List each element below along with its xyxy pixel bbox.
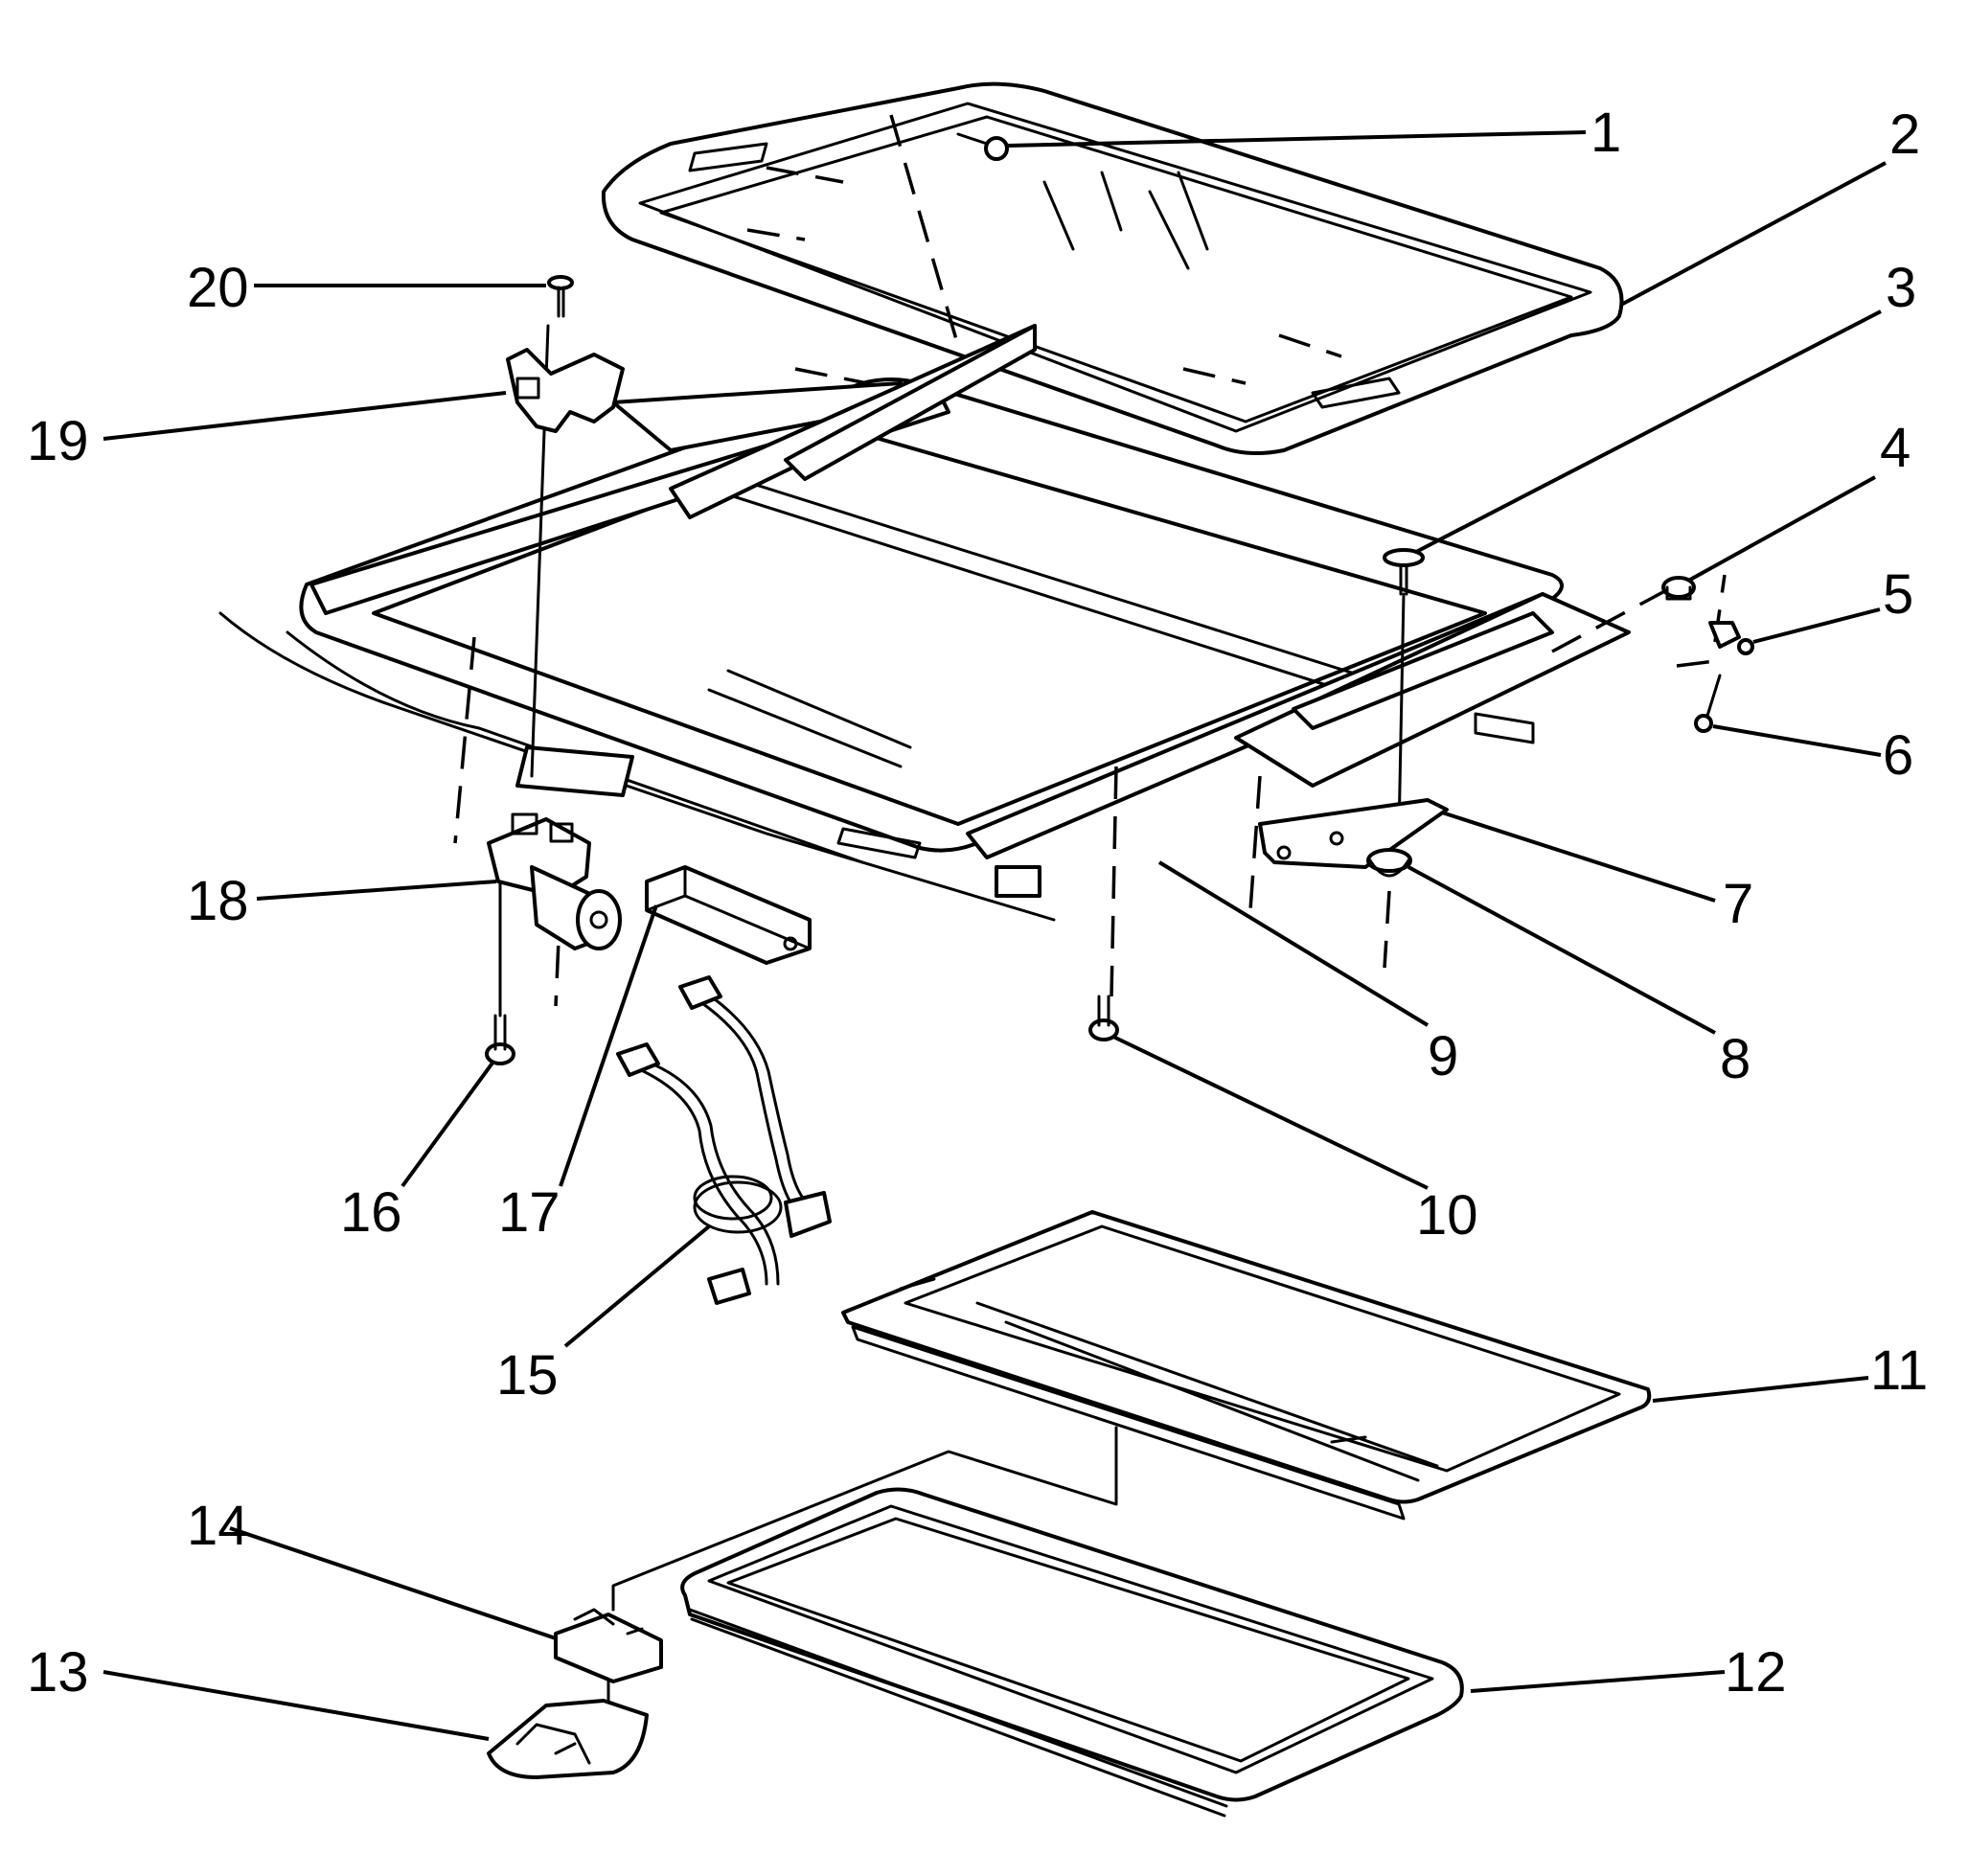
guide-line [611,1426,1118,1612]
leader-lines [103,130,1887,1741]
sunroof-motor [487,812,622,950]
leader-13 [103,1670,490,1741]
leader-11 [1652,1376,1869,1403]
leader-16 [400,1060,495,1188]
callout-1: 1 [1590,102,1621,164]
leader-14 [229,1526,557,1640]
callout-labels: 1 2 3 4 5 6 7 8 9 10 11 12 13 14 15 16 1… [27,102,1928,1704]
callout-18: 18 [187,870,249,932]
callout-17: 17 [498,1181,561,1244]
callout-13: 13 [27,1641,89,1704]
leader-1 [1007,130,1587,148]
guide-line [1676,659,1716,668]
leader-15 [563,1224,711,1348]
leader-19 [103,391,507,441]
guide-line [1110,766,1118,997]
weather-seal [680,1487,1464,1818]
push-pin-3 [1383,548,1425,835]
leader-18 [256,880,497,901]
leader-10 [1112,1035,1429,1190]
grommet-4 [1661,576,1696,601]
callout-19: 19 [27,410,89,472]
leader-8 [1407,865,1716,1035]
screw-6 [1694,674,1722,733]
callout-7: 7 [1723,873,1753,935]
callout-12: 12 [1725,1641,1787,1704]
glass-panel [601,81,1624,455]
callout-15: 15 [496,1344,559,1407]
guide-line [1248,775,1262,911]
leader-5 [1752,607,1881,644]
callout-2: 2 [1889,103,1920,166]
callout-16: 16 [340,1181,402,1244]
leader-9 [1157,860,1430,1027]
bolt-10 [1088,995,1119,1041]
leader-4 [1689,475,1876,582]
callout-10: 10 [1416,1184,1478,1247]
guide-line [1383,890,1391,969]
leader-17 [559,904,658,1187]
bracket-19 [506,348,625,433]
callout-14: 14 [187,1495,249,1557]
sunshade [841,1210,1652,1521]
clip-5 [1708,621,1754,655]
glass-bolt [956,132,1009,161]
switch-bezel [487,1699,649,1779]
wiring-harness [616,975,832,1305]
leader-7 [1441,811,1716,903]
leader-12 [1470,1670,1726,1693]
leader-3 [1415,309,1882,554]
callout-3: 3 [1886,257,1916,319]
callout-8: 8 [1720,1028,1751,1090]
callout-6: 6 [1883,724,1913,787]
grommet-8 [1366,848,1412,878]
callout-9: 9 [1428,1025,1458,1087]
callout-11: 11 [1870,1339,1928,1402]
leader-6 [1712,724,1882,757]
mount-plate-7 [1258,798,1449,869]
callout-4: 4 [1880,417,1911,479]
callout-5: 5 [1883,563,1913,626]
control-module [645,865,812,965]
guide-line [453,636,476,844]
leader-2 [1620,161,1887,307]
callout-20: 20 [187,257,249,319]
